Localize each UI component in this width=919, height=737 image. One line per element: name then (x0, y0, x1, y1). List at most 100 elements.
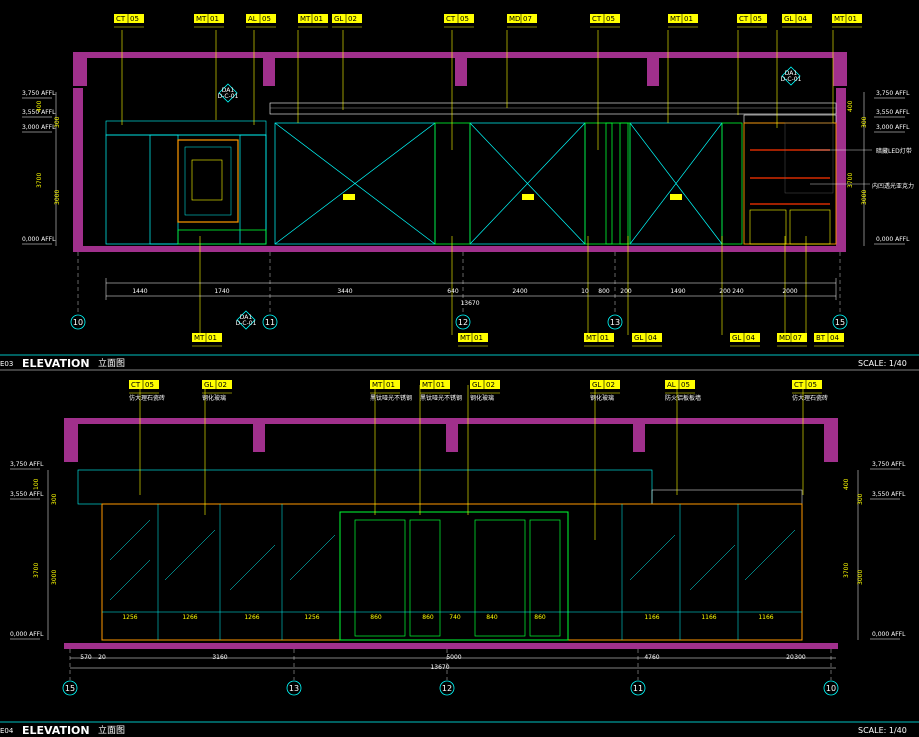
bottom-level-right-0: 3,750 AFFL (872, 461, 906, 468)
top-dim-left-0: 400 (36, 100, 43, 112)
top-level-left-2: 3,000 AFFL (22, 124, 56, 131)
bottom-level-left-2: 0,000 AFFL (10, 631, 44, 638)
top-bottom-dim-10: 240 (732, 288, 744, 295)
top-mirror (177, 139, 239, 223)
top-dimension-lines (55, 92, 865, 300)
bottom-panel-dim-0: 1256 (122, 614, 137, 621)
top-grid-bubble-10 (70, 314, 86, 330)
top-tag-6-number: 07 (523, 15, 532, 23)
top-tag-4-box (332, 14, 362, 23)
bottom-bottom-dim-2: 3160 (212, 654, 227, 661)
bottom-grid-bubble-12 (439, 680, 455, 696)
detail-callout-sheet-1: D-C-01 (236, 320, 257, 327)
top-bottom-tag-2-number: 01 (600, 334, 609, 342)
bottom-panel-dim-7: 840 (486, 614, 498, 621)
top-tag-3-number: 01 (314, 15, 323, 23)
bottom-dim-right-2: 3700 (843, 563, 850, 578)
top-bottom-tag-0-number: 01 (208, 334, 217, 342)
top-green-frames (177, 122, 743, 245)
bottom-elevation (0, 385, 919, 723)
top-bottom-dim-0: 1440 (132, 288, 147, 295)
top-tag-8-number: 01 (684, 15, 693, 23)
top-tag-5-box (444, 14, 474, 23)
bottom-panel-dim-10: 1166 (701, 614, 716, 621)
bottom-tag-note-4: 钢化玻璃 (470, 394, 494, 402)
top-tag-4-material: GL (334, 15, 343, 23)
top-bottom-tag-4-number: 04 (746, 334, 755, 342)
bottom-tag-note-6: 防火铝板板墙 (665, 394, 701, 402)
bottom-bottom-dim-0: 570 (80, 654, 92, 661)
bottom-tag-1-box (202, 380, 232, 389)
bottom-grid-bubble-10 (823, 680, 839, 696)
bottom-tag-3-number: 01 (436, 381, 445, 389)
top-tag-11-material: MT (834, 15, 845, 23)
top-tag-4-number: 02 (348, 15, 357, 23)
top-bottom-tag-1-box (458, 333, 488, 342)
top-tag-1-box (194, 14, 224, 23)
top-bottom-dim-8: 1490 (670, 288, 685, 295)
bottom-structure (64, 418, 838, 649)
bottom-dim-left-0: 100 (33, 478, 40, 490)
bottom-grid-bubble-11 (630, 680, 646, 696)
bottom-panel-dim-1: 1266 (182, 614, 197, 621)
bottom-tag-5-number: 02 (606, 381, 615, 389)
top-dim-right-0: 400 (847, 100, 854, 112)
bottom-bottom-dim-3: 5000 (446, 654, 461, 661)
top-tag-2-number: 05 (262, 15, 271, 23)
top-level-left-0: 3,750 AFFL (22, 90, 56, 97)
top-grid-label-10: 10 (73, 318, 83, 327)
top-total-dim: 13670 (460, 300, 479, 307)
top-grid-bubble-11 (262, 314, 278, 330)
bottom-panel-dim-5: 860 (422, 614, 434, 621)
top-bottom-tag-0-box (192, 333, 222, 342)
top-bottom-tag-4-material: GL (732, 334, 741, 342)
bottom-panel-dim-2: 1266 (244, 614, 259, 621)
detail-callout-id-2: DA1 (785, 70, 798, 77)
top-bottom-tag-6-number: 04 (830, 334, 839, 342)
top-bottom-tag-5-material: MD (779, 334, 790, 342)
bottom-bottom-dim-6: 300 (794, 654, 806, 661)
top-tag-8-material: MT (670, 15, 681, 23)
bottom-level-left-1: 3,550 AFFL (10, 491, 44, 498)
top-bottom-dim-1: 1740 (214, 288, 229, 295)
bottom-tag-7-box (792, 380, 822, 389)
top-bottom-tag-4-box (730, 333, 760, 342)
bottom-panel-dim-11: 1166 (758, 614, 773, 621)
bottom-panel-dim-3: 1256 (304, 614, 319, 621)
top-bottom-tag-6-box (814, 333, 844, 342)
bottom-tag-note-1: 钢化玻璃 (202, 394, 226, 402)
top-grid-bubble-12 (455, 314, 471, 330)
bottom-tag-5-material: GL (592, 381, 601, 389)
top-tag-9-box (737, 14, 767, 23)
top-bottom-tag-1-material: MT (460, 334, 471, 342)
top-bottom-dim-3: 640 (447, 288, 459, 295)
top-grid-label-11: 11 (265, 318, 275, 327)
top-level-right-2: 3,000 AFFL (876, 124, 910, 131)
top-bottom-tag-0-material: MT (194, 334, 205, 342)
top-bottom-dim-6: 800 (598, 288, 610, 295)
bottom-tag-7-number: 05 (808, 381, 817, 389)
top-tag-0-box (114, 14, 144, 23)
bottom-tag-1-number: 02 (218, 381, 227, 389)
top-tag-6-box (507, 14, 537, 23)
top-bottom-dim-11: 2000 (782, 288, 797, 295)
bottom-grid-label-13: 13 (289, 684, 299, 693)
bottom-grid-axes (69, 649, 832, 680)
bottom-dim-right-0: 400 (843, 478, 850, 490)
detail-callout-0 (218, 83, 238, 103)
bottom-grid-bubble-15 (62, 680, 78, 696)
bottom-dim-left-2: 3700 (33, 563, 40, 578)
bottom-tag-2-number: 01 (386, 381, 395, 389)
bottom-grid-label-10: 10 (826, 684, 836, 693)
detail-callout-1 (236, 310, 256, 330)
top-tag-5-material: CT (446, 15, 456, 23)
top-tag-9-material: CT (739, 15, 749, 23)
bottom-tag-6-box (665, 380, 695, 389)
top-tag-7-material: CT (592, 15, 602, 23)
top-tag-10-number: 04 (798, 15, 807, 23)
top-bottom-dim-5: 10 (581, 288, 589, 295)
bottom-grid-bubble-13 (286, 680, 302, 696)
bottom-dimension-lines (47, 470, 859, 669)
top-grid-label-15: 15 (835, 318, 845, 327)
